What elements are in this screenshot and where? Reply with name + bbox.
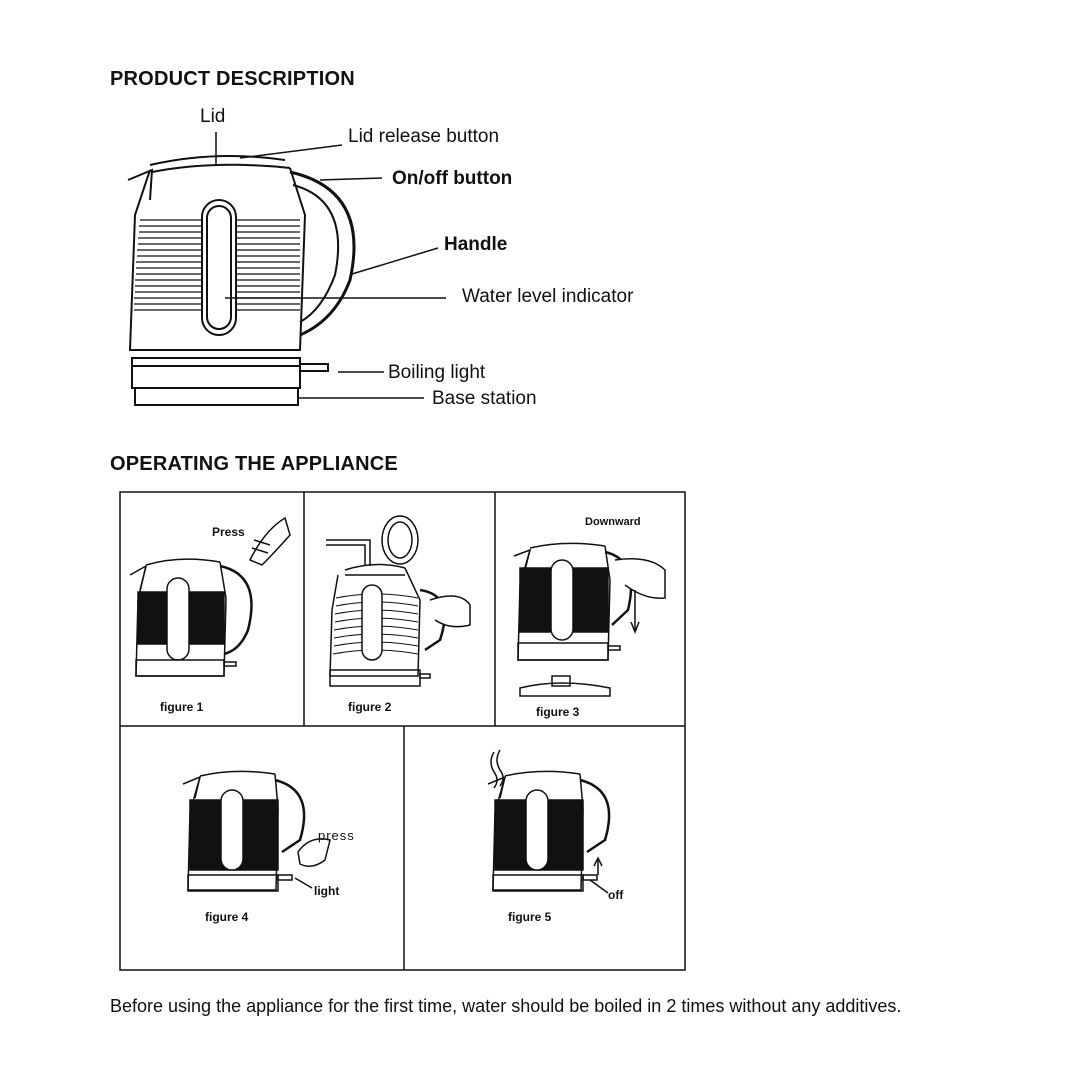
label-base-station: Base station bbox=[432, 388, 537, 409]
label-on-off-button: On/off button bbox=[392, 168, 513, 189]
figure-3-illustration bbox=[513, 542, 666, 697]
label-water-level-indicator: Water level indicator bbox=[462, 286, 634, 307]
figure-5-illustration bbox=[487, 749, 611, 894]
figure-4-caption: figure 4 bbox=[205, 910, 249, 924]
label-boiling-light: Boiling light bbox=[388, 362, 486, 383]
figure-2-caption: figure 2 bbox=[348, 700, 392, 714]
operating-appliance-heading: OPERATING THE APPLIANCE bbox=[110, 453, 398, 475]
label-lid: Lid bbox=[200, 106, 226, 127]
figure-5-caption: figure 5 bbox=[508, 910, 552, 924]
figure-3-annotation: Downward bbox=[585, 516, 641, 528]
figure-1-illustration bbox=[129, 516, 291, 677]
figure-1-annotation: Press bbox=[212, 525, 245, 539]
figure-3-caption: figure 3 bbox=[536, 705, 580, 719]
figure-4-annotation-press: press bbox=[318, 828, 355, 843]
label-lid-release-button: Lid release button bbox=[348, 126, 500, 147]
figure-4-illustration bbox=[182, 770, 331, 892]
product-description-heading: PRODUCT DESCRIPTION bbox=[110, 68, 355, 90]
footer-note: Before using the appliance for the first… bbox=[110, 996, 902, 1016]
figure-2-illustration bbox=[326, 515, 471, 687]
figure-1-caption: figure 1 bbox=[160, 700, 204, 714]
figure-5-annotation-off: off bbox=[608, 888, 624, 902]
figure-4-annotation-light: light bbox=[314, 884, 340, 898]
label-handle: Handle bbox=[444, 234, 508, 255]
